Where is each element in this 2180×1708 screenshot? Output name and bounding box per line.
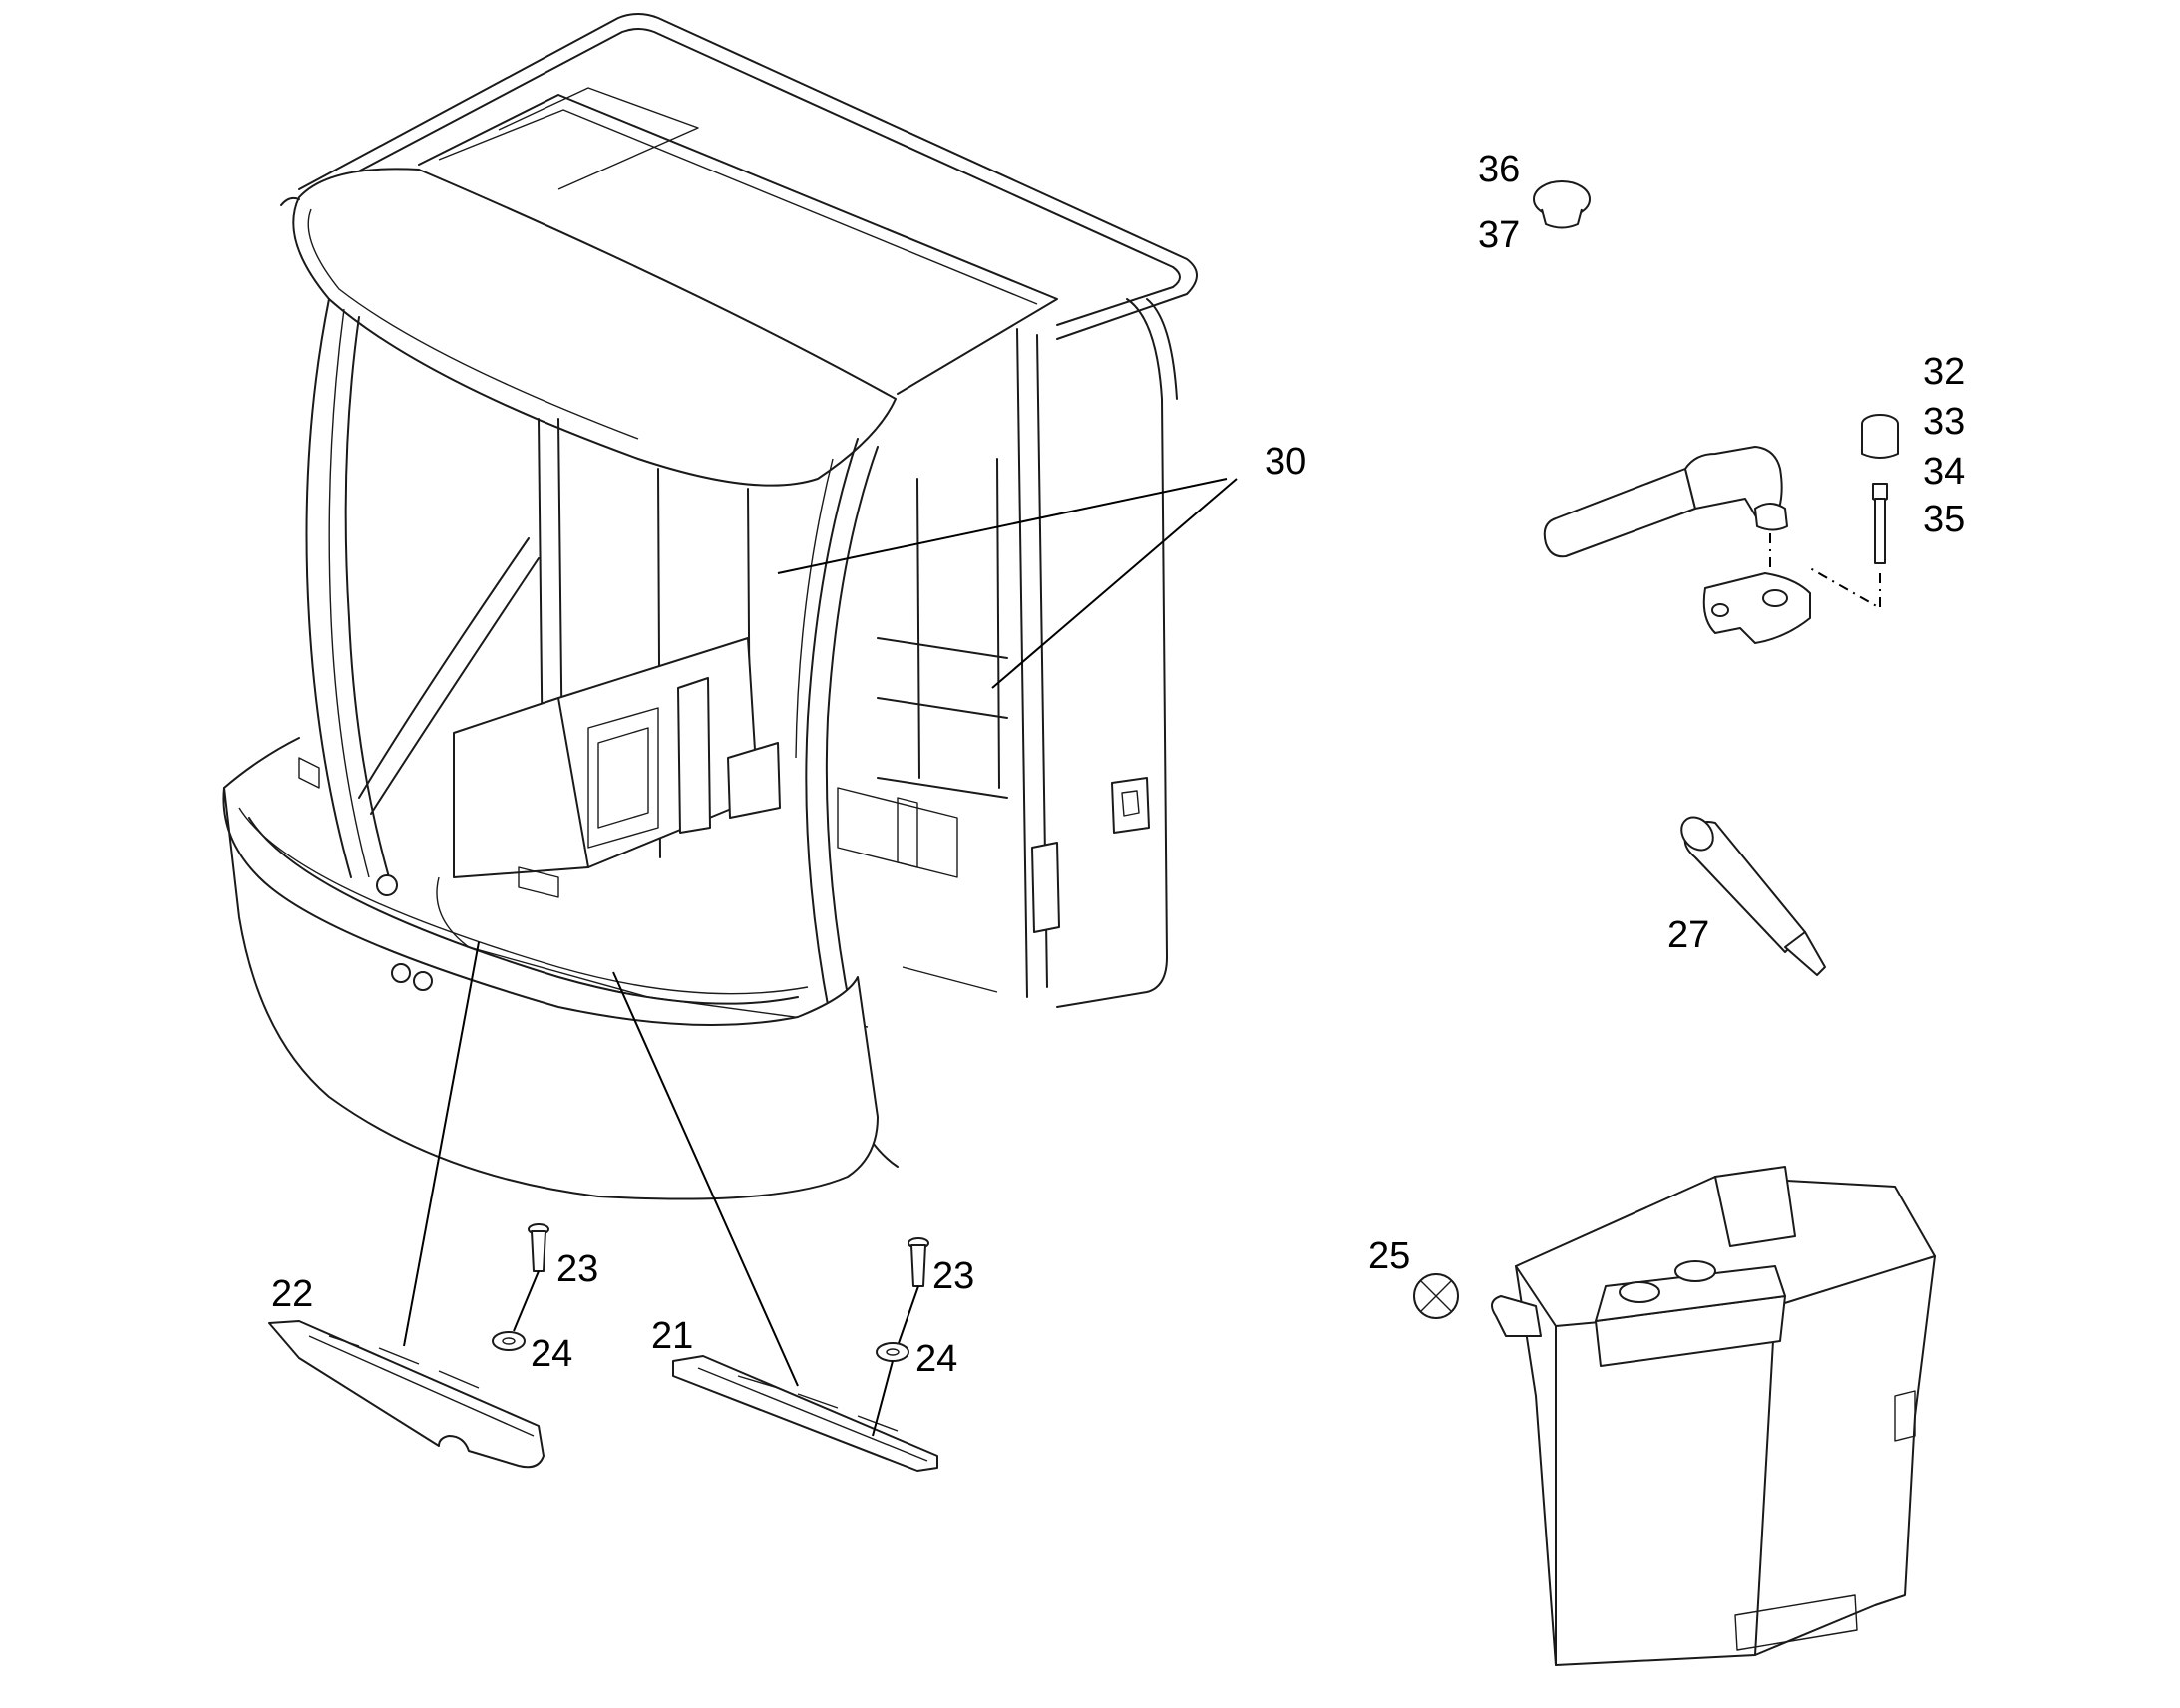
cab-frame [222, 13, 1198, 1200]
cap-plug [1533, 180, 1591, 229]
washer-left [492, 1331, 526, 1351]
tank-cap [1413, 1273, 1459, 1319]
leader-30a [777, 478, 1228, 574]
callout-24-right: 24 [915, 1338, 957, 1380]
callout-21: 21 [651, 1315, 693, 1357]
callout-35: 35 [1923, 499, 1965, 540]
callout-30: 30 [1265, 441, 1306, 483]
callout-24-left: 24 [531, 1333, 572, 1375]
callout-37: 37 [1478, 214, 1520, 256]
callout-36: 36 [1478, 149, 1520, 190]
callout-22: 22 [271, 1273, 313, 1315]
callout-23-left: 23 [556, 1248, 598, 1290]
callout-32: 32 [1923, 351, 1965, 393]
callout-33: 33 [1923, 401, 1965, 443]
screw-left [513, 1223, 549, 1332]
leader-22 [403, 941, 480, 1347]
washer-right [872, 1342, 909, 1437]
leader-30b [991, 478, 1238, 689]
hose-clamp-assembly [1543, 414, 1899, 644]
screw-right [897, 1237, 929, 1347]
callout-27: 27 [1667, 914, 1709, 956]
leader-21 [612, 971, 799, 1387]
step-right [672, 1355, 938, 1472]
callout-34: 34 [1923, 451, 1965, 493]
sealant-tube [1680, 816, 1826, 976]
callout-25: 25 [1368, 1235, 1410, 1277]
tank [1491, 1166, 1936, 1666]
callout-23-right: 23 [932, 1255, 974, 1297]
step-left [268, 1320, 545, 1469]
